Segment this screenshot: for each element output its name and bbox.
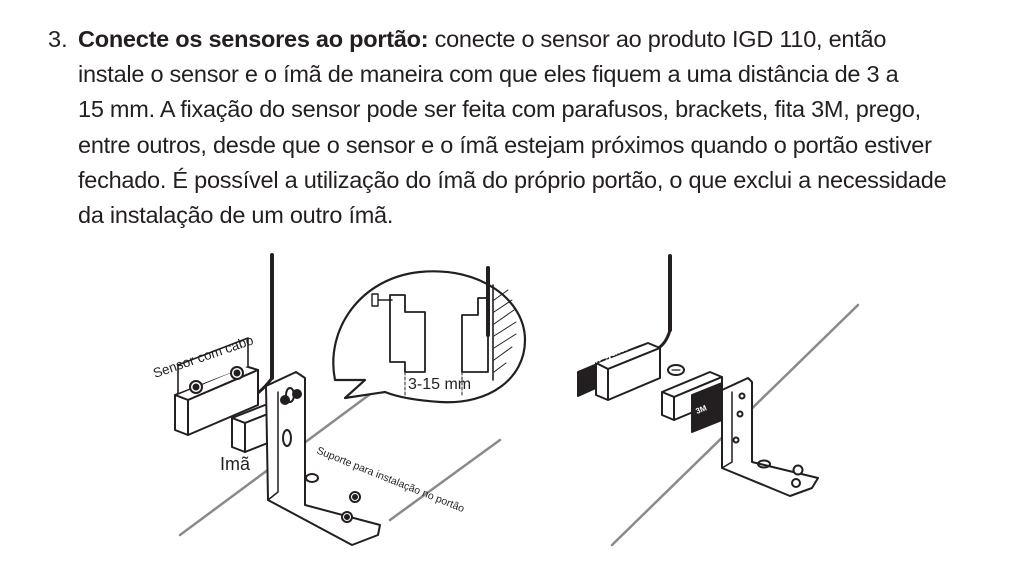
right-diagram: [577, 254, 860, 547]
step-line-6: da instalação de um outro ímã.: [78, 202, 394, 229]
floor-line: [388, 438, 502, 522]
distance-label: 3-15 mm: [408, 376, 471, 393]
step-heading: Conecte os sensores ao portão:: [78, 26, 429, 52]
magnet-label: Imã: [220, 454, 251, 474]
mounting-bracket: [265, 371, 381, 546]
instruction-step-3: 3. Conecte os sensores ao portão: conect…: [48, 22, 988, 233]
mounting-bracket: [721, 377, 819, 497]
step-body: Conecte os sensores ao portão: conecte o…: [78, 22, 988, 233]
tape-label-small: 3M: [694, 403, 708, 416]
sensor-box: [595, 342, 661, 401]
left-diagram: [174, 253, 527, 546]
sensor-with-cable: [174, 337, 259, 436]
step-line-2: instale o sensor e o ímã de maneira com …: [78, 61, 899, 88]
step-line-4: entre outros, desde que o sensor e o ímã…: [78, 131, 932, 158]
bracket-hole: [282, 429, 292, 447]
bracket-hole: [305, 473, 319, 483]
installation-svg: Sensor com cabo Imã Suporte para instala…: [151, 253, 860, 547]
step-line-5: fechado. É possível a utilização do ímã …: [78, 166, 947, 193]
step-line-3: 15 mm. A fixação do sensor pode ser feit…: [78, 96, 921, 123]
step-number: 3.: [48, 26, 68, 52]
detail-bubble: [332, 266, 527, 404]
step-line-1: conecte o sensor ao produto IGD 110, ent…: [434, 26, 887, 52]
installation-illustration: Sensor com cabo Imã Suporte para instala…: [0, 250, 1024, 573]
